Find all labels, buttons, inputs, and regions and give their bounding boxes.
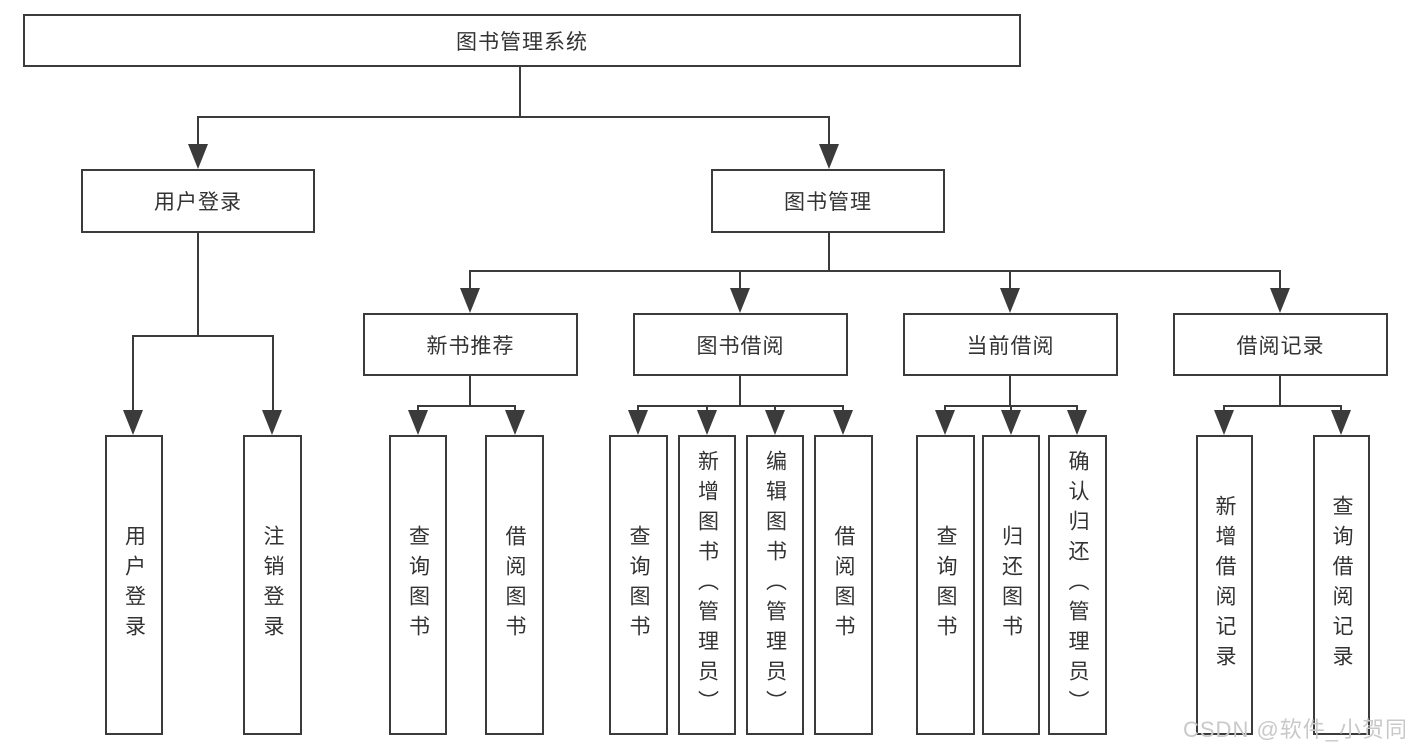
node-current-borrow: 当前借阅: [903, 313, 1118, 376]
arrowhead-down-icon: [1067, 410, 1087, 435]
leaf-bb-borrow-label: 借阅图书: [832, 525, 855, 645]
leaf-rec-query: 查询图书: [389, 435, 447, 735]
arrowhead-down-icon: [1331, 410, 1351, 435]
arrowhead-down-icon: [505, 410, 525, 435]
node-user-login-label: 用户登录: [154, 191, 242, 214]
leaf-bb-query: 查询图书: [609, 435, 668, 735]
node-borrow-record: 借阅记录: [1173, 313, 1388, 376]
leaf-br-add-label: 新增借阅记录: [1213, 495, 1236, 675]
node-borrow-record-label: 借阅记录: [1236, 334, 1325, 358]
leaf-cb-return: 归还图书: [982, 435, 1040, 735]
connector-line: [1279, 375, 1281, 407]
connector-line: [469, 270, 471, 292]
csdn-watermark: CSDN @软件_小贺同学: [1183, 717, 1405, 742]
leaf-bb-edit-label: 编辑图书（管理员）: [763, 450, 787, 720]
arrowhead-down-icon: [730, 288, 750, 313]
node-user-login: 用户登录: [81, 169, 315, 233]
leaf-cb-confirm-label: 确认归还（管理员）: [1066, 450, 1089, 720]
node-book-borrow-label: 图书借阅: [696, 334, 785, 358]
leaf-br-query-label: 查询借阅记录: [1330, 495, 1353, 675]
connector-line: [519, 66, 521, 117]
connector-line: [197, 116, 199, 148]
arrowhead-down-icon: [408, 410, 428, 435]
node-book-mgmt-label: 图书管理: [784, 191, 872, 214]
arrowhead-down-icon: [765, 410, 785, 435]
node-root: 图书管理系统: [23, 14, 1021, 67]
leaf-rec-borrow-label: 借阅图书: [503, 525, 526, 645]
connector-line: [272, 335, 274, 413]
connector-line: [1009, 375, 1011, 407]
arrowhead-down-icon: [460, 288, 480, 313]
leaf-cb-return-label: 归还图书: [999, 525, 1023, 645]
leaf-bb-borrow: 借阅图书: [814, 435, 873, 735]
leaf-rec-borrow: 借阅图书: [485, 435, 544, 735]
node-new-book-rec: 新书推荐: [363, 313, 578, 376]
connector-line: [1223, 405, 1342, 407]
arrowhead-down-icon: [628, 410, 648, 435]
leaf-cb-query-label: 查询图书: [934, 525, 957, 645]
connector-line: [132, 335, 134, 413]
connector-line: [828, 232, 830, 272]
connector-line: [739, 375, 741, 407]
leaf-logout: 注销登录: [243, 435, 302, 735]
arrowhead-down-icon: [697, 410, 717, 435]
connector-line: [469, 375, 471, 407]
arrowhead-down-icon: [833, 410, 853, 435]
node-new-book-rec-label: 新书推荐: [426, 334, 515, 358]
connector-line: [828, 116, 830, 148]
node-book-mgmt: 图书管理: [711, 169, 945, 233]
connector-line: [417, 405, 516, 407]
leaf-rec-query-label: 查询图书: [406, 525, 430, 645]
connector-line: [1009, 270, 1011, 292]
arrowhead-down-icon: [1214, 410, 1234, 435]
leaf-cb-query: 查询图书: [916, 435, 975, 735]
connector-line: [197, 116, 830, 118]
node-root-label: 图书管理系统: [456, 30, 588, 54]
arrowhead-down-icon: [935, 410, 955, 435]
arrowhead-down-icon: [123, 410, 143, 435]
node-current-borrow-label: 当前借阅: [966, 334, 1055, 358]
leaf-bb-add: 新增图书（管理员）: [678, 435, 736, 735]
arrowhead-down-icon: [1270, 288, 1290, 313]
connector-line: [197, 232, 199, 337]
leaf-cb-confirm: 确认归还（管理员）: [1048, 435, 1107, 735]
leaf-br-add: 新增借阅记录: [1196, 435, 1253, 735]
leaf-logout-label: 注销登录: [261, 525, 284, 645]
connector-line: [1279, 270, 1281, 292]
connector-line: [739, 270, 741, 292]
leaf-user-login: 用户登录: [105, 435, 163, 735]
connector-line: [132, 335, 274, 337]
connector-line: [637, 405, 844, 407]
leaf-bb-edit: 编辑图书（管理员）: [746, 435, 804, 735]
connector-line: [469, 270, 1281, 272]
arrowhead-down-icon: [262, 410, 282, 435]
leaf-br-query: 查询借阅记录: [1313, 435, 1370, 735]
arrowhead-down-icon: [1001, 410, 1021, 435]
arrowhead-down-icon: [188, 144, 208, 169]
arrowhead-down-icon: [819, 144, 839, 169]
leaf-user-login-label: 用户登录: [122, 525, 146, 645]
arrowhead-down-icon: [1000, 288, 1020, 313]
node-book-borrow: 图书借阅: [633, 313, 848, 376]
leaf-bb-query-label: 查询图书: [627, 525, 650, 645]
leaf-bb-add-label: 新增图书（管理员）: [695, 450, 719, 720]
